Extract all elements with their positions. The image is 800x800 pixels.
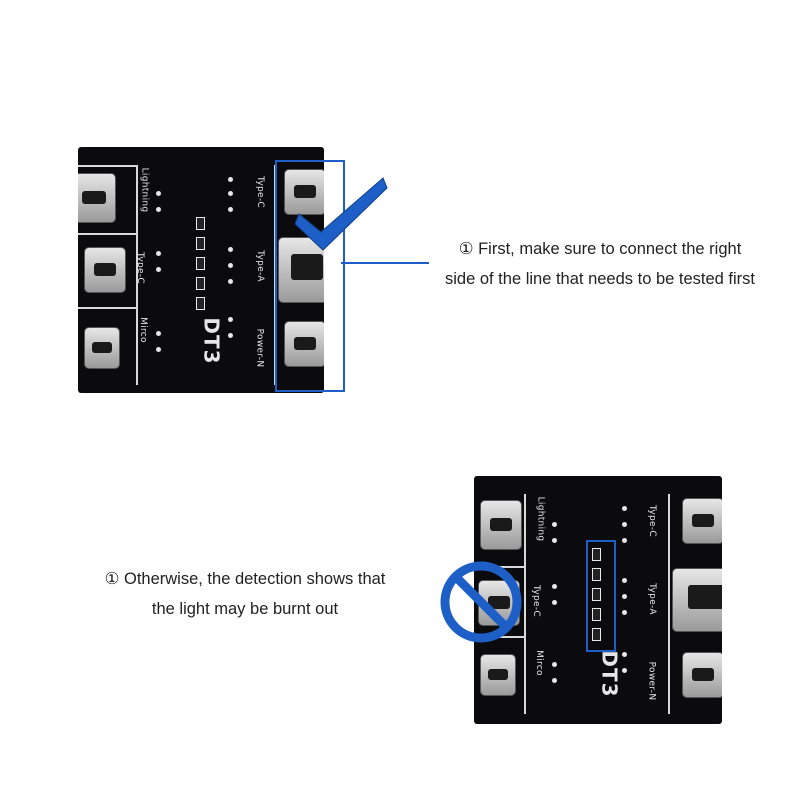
label-type-c-left: Type-C: [531, 584, 542, 618]
type-c-port-right: [284, 169, 324, 215]
type-c-port-right: [682, 498, 722, 544]
dt3-board-top: Type-C Type-A Power-N Lightning Type-C M…: [78, 147, 324, 393]
caption-top: ① First, make sure to connect the right …: [420, 234, 780, 294]
caption-top-line2: side of the line that needs to be tested…: [444, 270, 756, 288]
label-micro: Mirco: [533, 650, 544, 676]
label-type-c: Type-C: [647, 504, 658, 538]
model-label: DT3: [199, 317, 224, 365]
micro-usb-port: [84, 327, 120, 369]
label-type-a: Type-A: [646, 583, 657, 615]
caption-bottom-line1: ① Otherwise, the detection shows that: [104, 570, 386, 588]
highlight-box-leds: [586, 540, 616, 652]
micro-usb-port: [480, 654, 516, 696]
label-power: Power-N: [646, 661, 657, 701]
lightning-port: [480, 500, 522, 550]
power-type-c-port: [682, 652, 722, 698]
checkmark-icon: [295, 177, 388, 251]
label-lightning: Lightning: [535, 496, 546, 542]
power-type-c-port: [284, 321, 324, 367]
type-c-port-left: [84, 247, 126, 293]
caption-bottom: ① Otherwise, the detection shows that th…: [80, 564, 410, 624]
lightning-port: [78, 173, 116, 223]
caption-top-line1: ① First, make sure to connect the right: [458, 240, 742, 258]
type-a-port: [278, 237, 324, 303]
label-power: Power-N: [254, 328, 265, 368]
label-type-c: Type-C: [255, 175, 266, 209]
prohibited-sign-icon: [440, 561, 522, 643]
label-type-a: Type-A: [254, 250, 265, 282]
type-a-port: [672, 568, 722, 632]
caption-bottom-line2: the light may be burnt out: [151, 600, 339, 618]
highlight-box-right-side: [275, 160, 345, 392]
model-label: DT3: [597, 650, 622, 698]
label-lightning: Lightning: [139, 167, 150, 213]
label-type-c-left: Type-C: [135, 251, 146, 285]
label-micro: Mirco: [137, 317, 148, 343]
lead-line-top: [341, 262, 429, 264]
